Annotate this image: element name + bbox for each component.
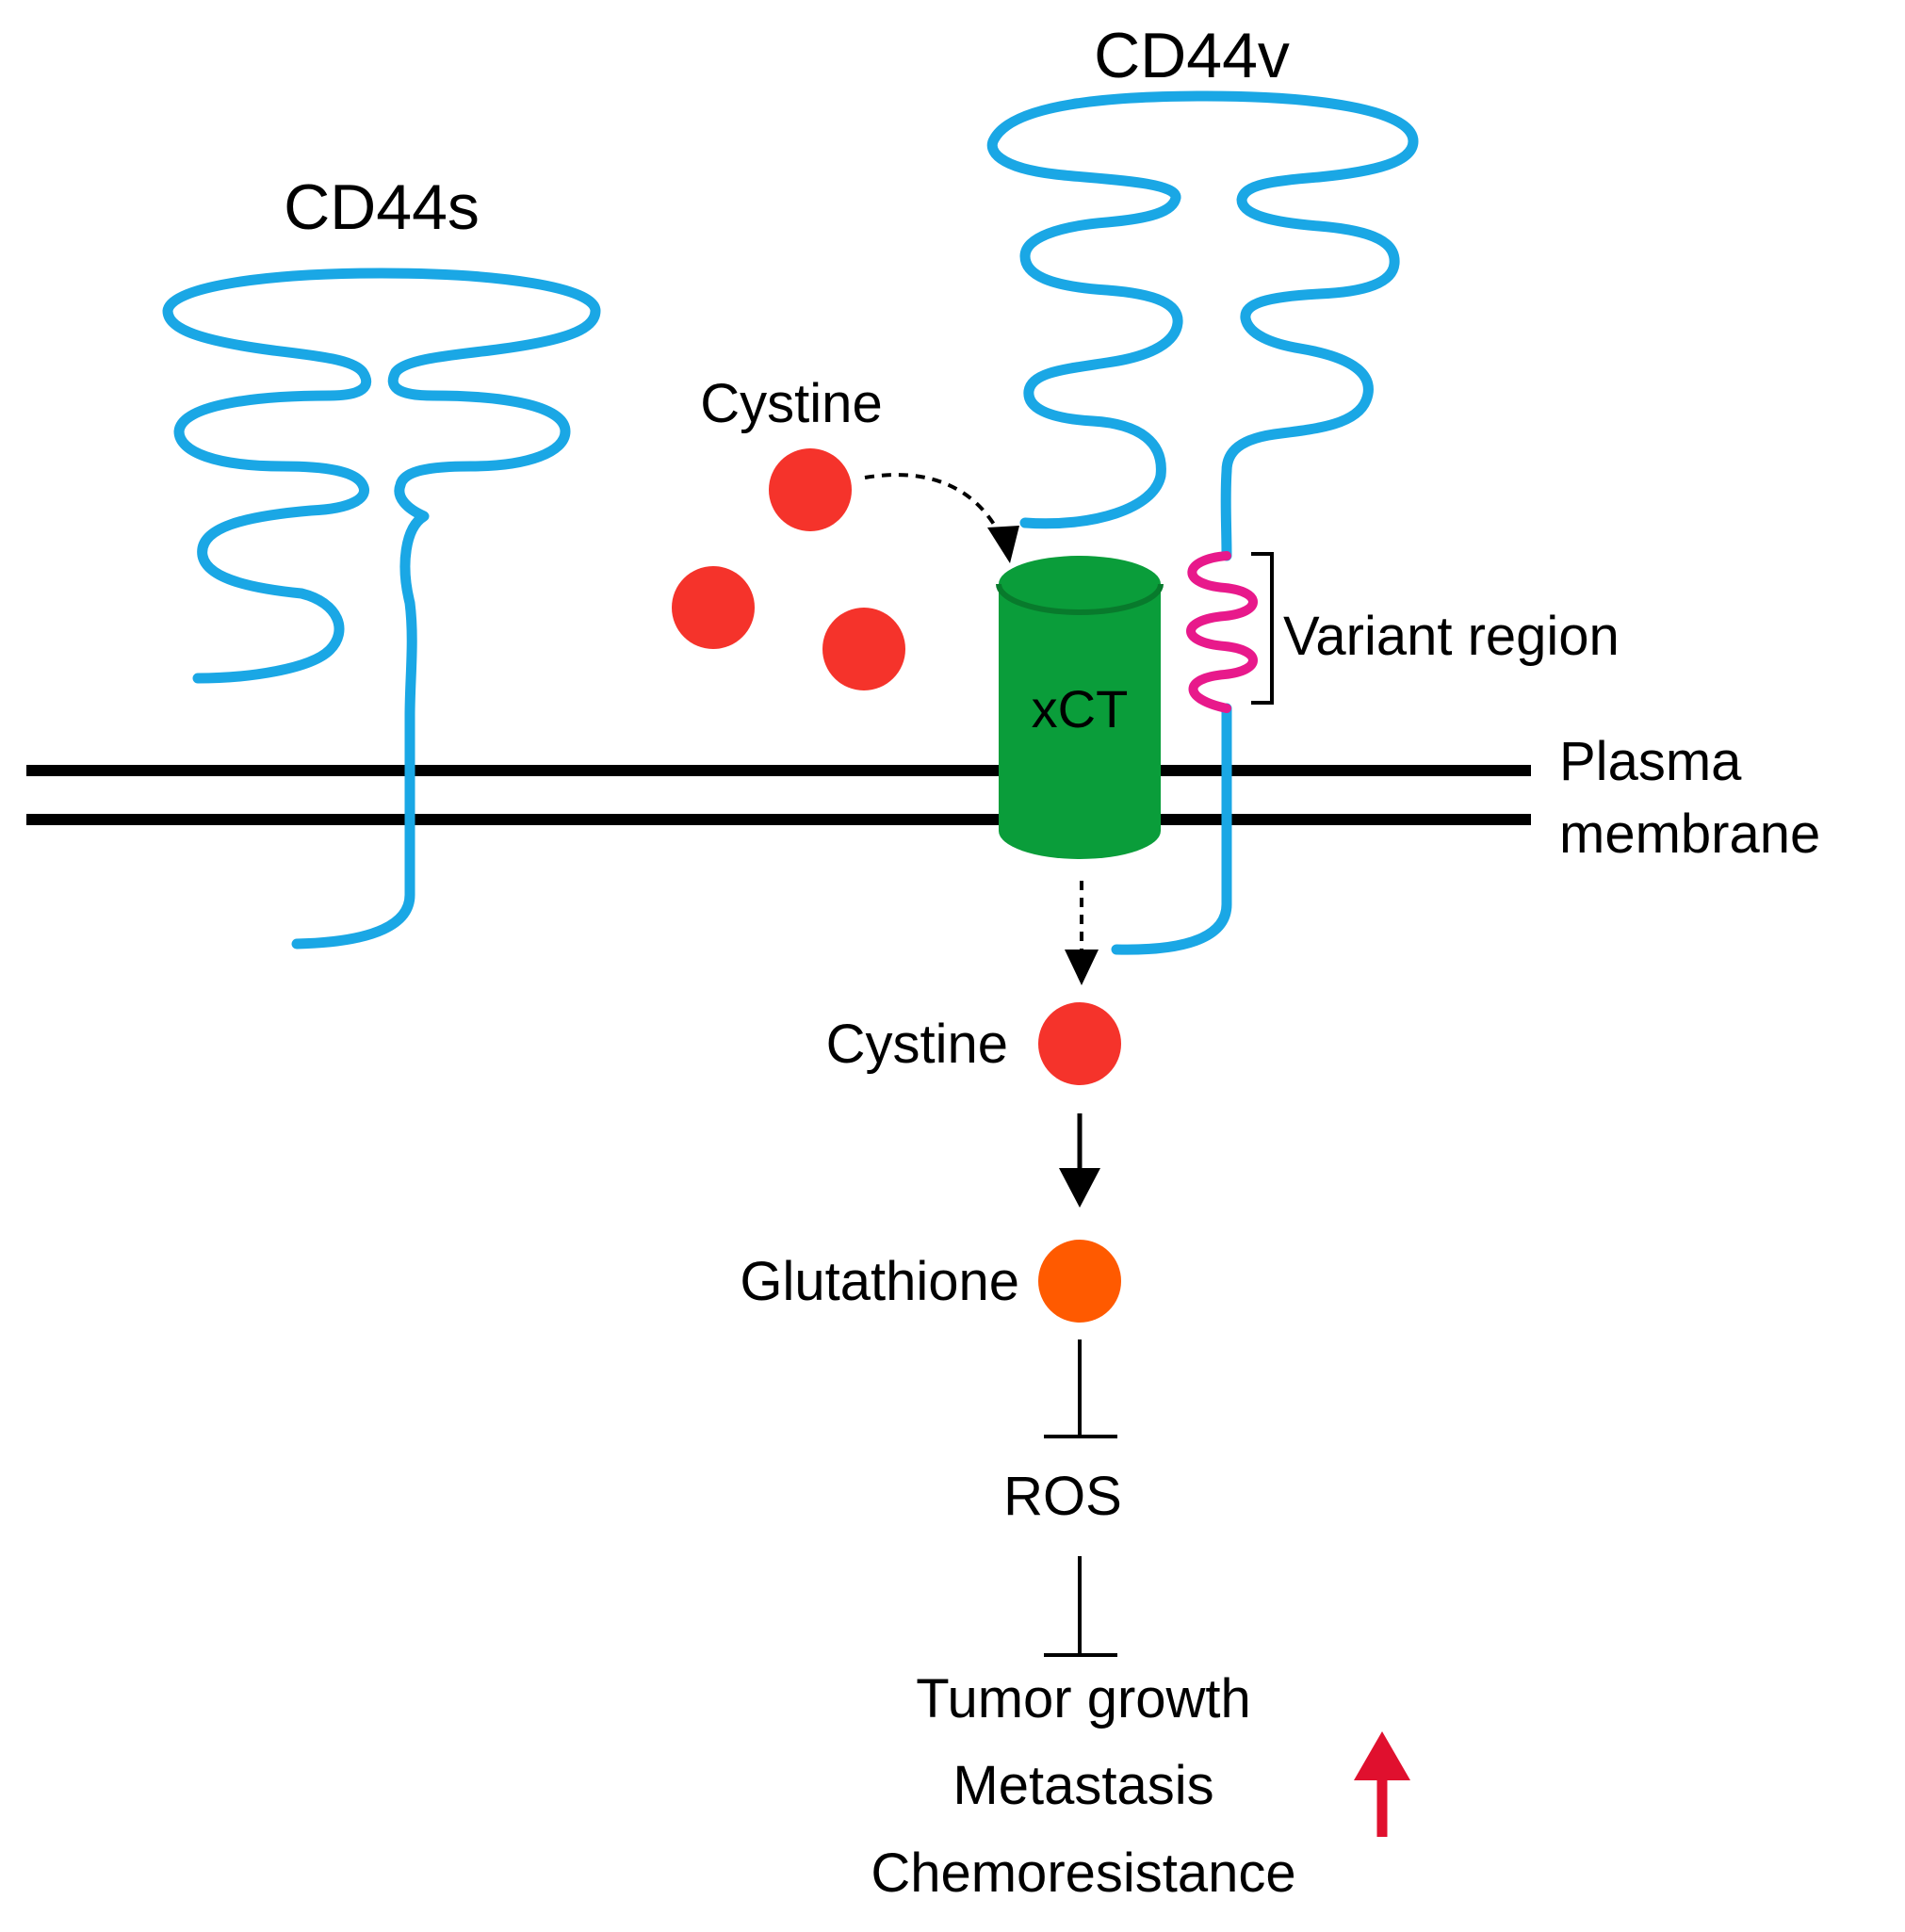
cystine-intracellular [1038, 1002, 1121, 1085]
cystine-molecule [822, 608, 905, 690]
ros-label: ROS [1003, 1466, 1122, 1527]
cystine-intracellular-label: Cystine [826, 1014, 1008, 1075]
conversion-arrowhead [1059, 1168, 1100, 1208]
increase-arrow-icon [1354, 1731, 1410, 1837]
cystine-extracellular-label: Cystine [700, 373, 882, 434]
cystine-molecule [672, 566, 755, 649]
cystine-uptake-arrow [864, 473, 1005, 543]
cd44s-protein [162, 268, 601, 950]
plasma-membrane-label-line1: Plasma [1559, 731, 1742, 792]
inhibition-ros-outcomes [1044, 1556, 1117, 1657]
glutathione-molecule [1038, 1240, 1121, 1323]
glutathione-label: Glutathione [740, 1251, 1019, 1312]
variant-region-coil [1186, 551, 1258, 713]
plasma-membrane-label-line2: membrane [1559, 804, 1820, 865]
transport-arrowhead [1065, 950, 1099, 985]
cd44v-transmembrane-tail [1111, 703, 1232, 955]
cd44v-label: CD44v [1094, 20, 1290, 91]
inhibition-glutathione-ros [1044, 1339, 1117, 1438]
outcome-tumor-growth: Tumor growth [916, 1668, 1251, 1729]
outcome-metastasis: Metastasis [952, 1755, 1213, 1816]
xct-label: xCT [1032, 679, 1129, 739]
cystine-molecule [769, 448, 852, 531]
outcome-chemoresistance: Chemoresistance [871, 1843, 1295, 1904]
plasma-membrane [26, 765, 1531, 825]
xct-transporter [996, 556, 1164, 859]
variant-region-bracket [1251, 552, 1274, 705]
cd44v-extracellular-loops [986, 90, 1419, 561]
variant-region-label: Variant region [1283, 606, 1620, 667]
cd44s-label: CD44s [284, 171, 480, 243]
cystine-uptake-arrowhead [987, 526, 1019, 563]
